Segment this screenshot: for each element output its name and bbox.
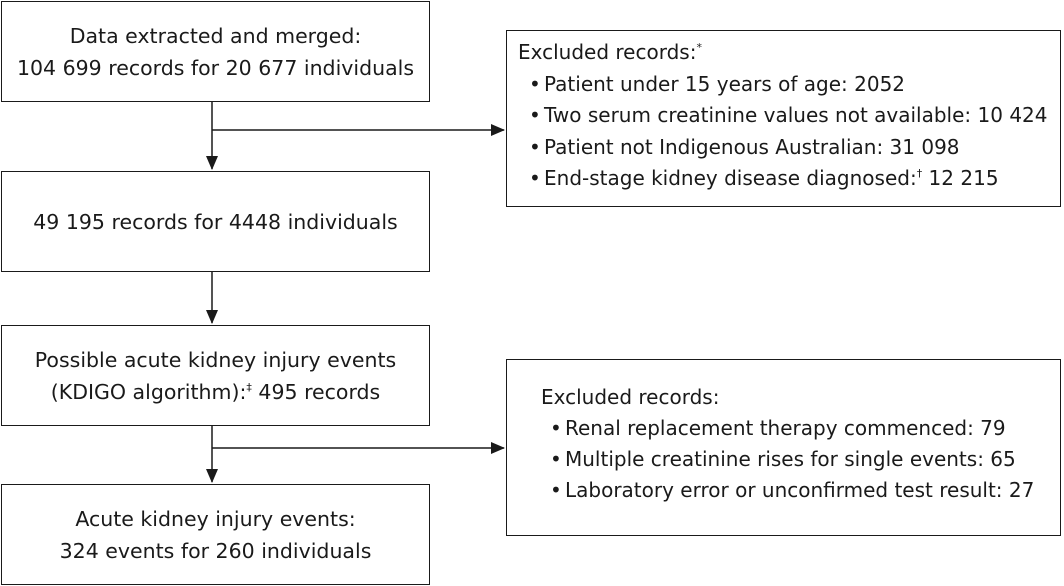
excluded-1-item-text: Two serum creatinine values not availabl… [544, 103, 1048, 127]
list-item: •Patient under 15 years of age: 2052 [518, 69, 1060, 101]
list-item: •Two serum creatinine values not availab… [518, 100, 1060, 132]
asterisk-footnote-mark: * [696, 41, 702, 54]
bullet-icon: • [550, 447, 562, 471]
records-box: 49 195 records for 4448 individuals [1, 171, 430, 272]
bullet-icon: • [550, 416, 562, 440]
excluded-1-title: Excluded records: [518, 40, 697, 64]
excluded-1-list: •Patient under 15 years of age: 2052 •Tw… [518, 69, 1060, 195]
aki-events-box: Acute kidney injury events: 324 events f… [1, 484, 430, 585]
excluded-1-item-count: 12 215 [922, 166, 999, 190]
excluded-2-title: Excluded records: [541, 385, 720, 409]
bullet-icon: • [529, 103, 541, 127]
excluded-1-item-text: Patient not Indigenous Australian: 31 09… [544, 134, 960, 159]
possible-aki-count: 495 records [251, 379, 381, 404]
excluded-2-item-text: Multiple creatinine rises for single eve… [565, 447, 1016, 471]
excluded-2-item-text: Laboratory error or unconfirmed test res… [565, 478, 1035, 502]
dagger-footnote-mark: † [916, 167, 923, 180]
excluded-1-title-line: Excluded records:* [518, 37, 1060, 69]
data-extracted-title: Data extracted and merged: [69, 23, 362, 48]
list-item: •Laboratory error or unconfirmed test re… [541, 475, 1060, 506]
possible-aki-title: Possible acute kidney injury events [34, 347, 397, 372]
bullet-icon: • [529, 166, 541, 190]
possible-aki-box: Possible acute kidney injury events (KDI… [1, 325, 430, 426]
aki-events-count: 324 events for 260 individuals [59, 538, 372, 563]
list-item: •End-stage kidney disease diagnosed:† 12… [518, 163, 1060, 195]
data-extracted-count: 104 699 records for 20 677 individuals [16, 55, 415, 80]
aki-events-title: Acute kidney injury events: [75, 506, 356, 531]
list-item: •Multiple creatinine rises for single ev… [541, 444, 1060, 475]
excluded-records-box-1: Excluded records:* •Patient under 15 yea… [506, 30, 1061, 207]
list-item: •Renal replacement therapy commenced: 79 [541, 413, 1060, 444]
possible-aki-algorithm: (KDIGO algorithm): [50, 379, 247, 404]
excluded-2-item-text: Renal replacement therapy commenced: 79 [565, 416, 1006, 440]
possible-aki-count-line: (KDIGO algorithm):‡ 495 records [51, 376, 380, 408]
list-item: •Patient not Indigenous Australian: 31 0… [518, 132, 1060, 164]
excluded-2-list: •Renal replacement therapy commenced: 79… [541, 413, 1060, 506]
records-count: 49 195 records for 4448 individuals [33, 209, 398, 234]
bullet-icon: • [529, 134, 541, 159]
excluded-1-item-text: Patient under 15 years of age: 2052 [544, 71, 906, 96]
bullet-icon: • [529, 71, 541, 96]
excluded-1-item-text: End-stage kidney disease diagnosed: [544, 166, 917, 190]
double-dagger-footnote-mark: ‡ [246, 380, 252, 394]
bullet-icon: • [550, 478, 562, 502]
data-extracted-box: Data extracted and merged: 104 699 recor… [1, 1, 430, 102]
excluded-records-box-2: Excluded records: •Renal replacement the… [506, 359, 1061, 536]
